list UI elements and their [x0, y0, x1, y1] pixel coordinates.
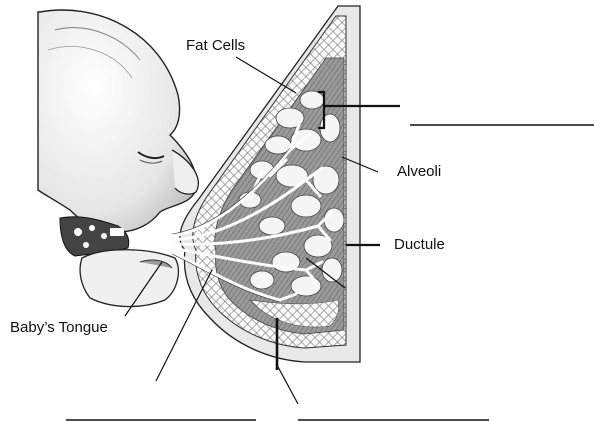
baby-chin	[80, 250, 178, 307]
label-alveoli: Alveoli	[397, 164, 441, 179]
bottom-right-leader	[277, 365, 298, 404]
baby-head	[38, 10, 198, 232]
fat-cells-leader	[236, 57, 296, 93]
label-babys-tongue: Baby’s Tongue	[10, 320, 108, 335]
label-fat-cells: Fat Cells	[186, 38, 245, 53]
label-ductule: Ductule	[394, 237, 445, 252]
